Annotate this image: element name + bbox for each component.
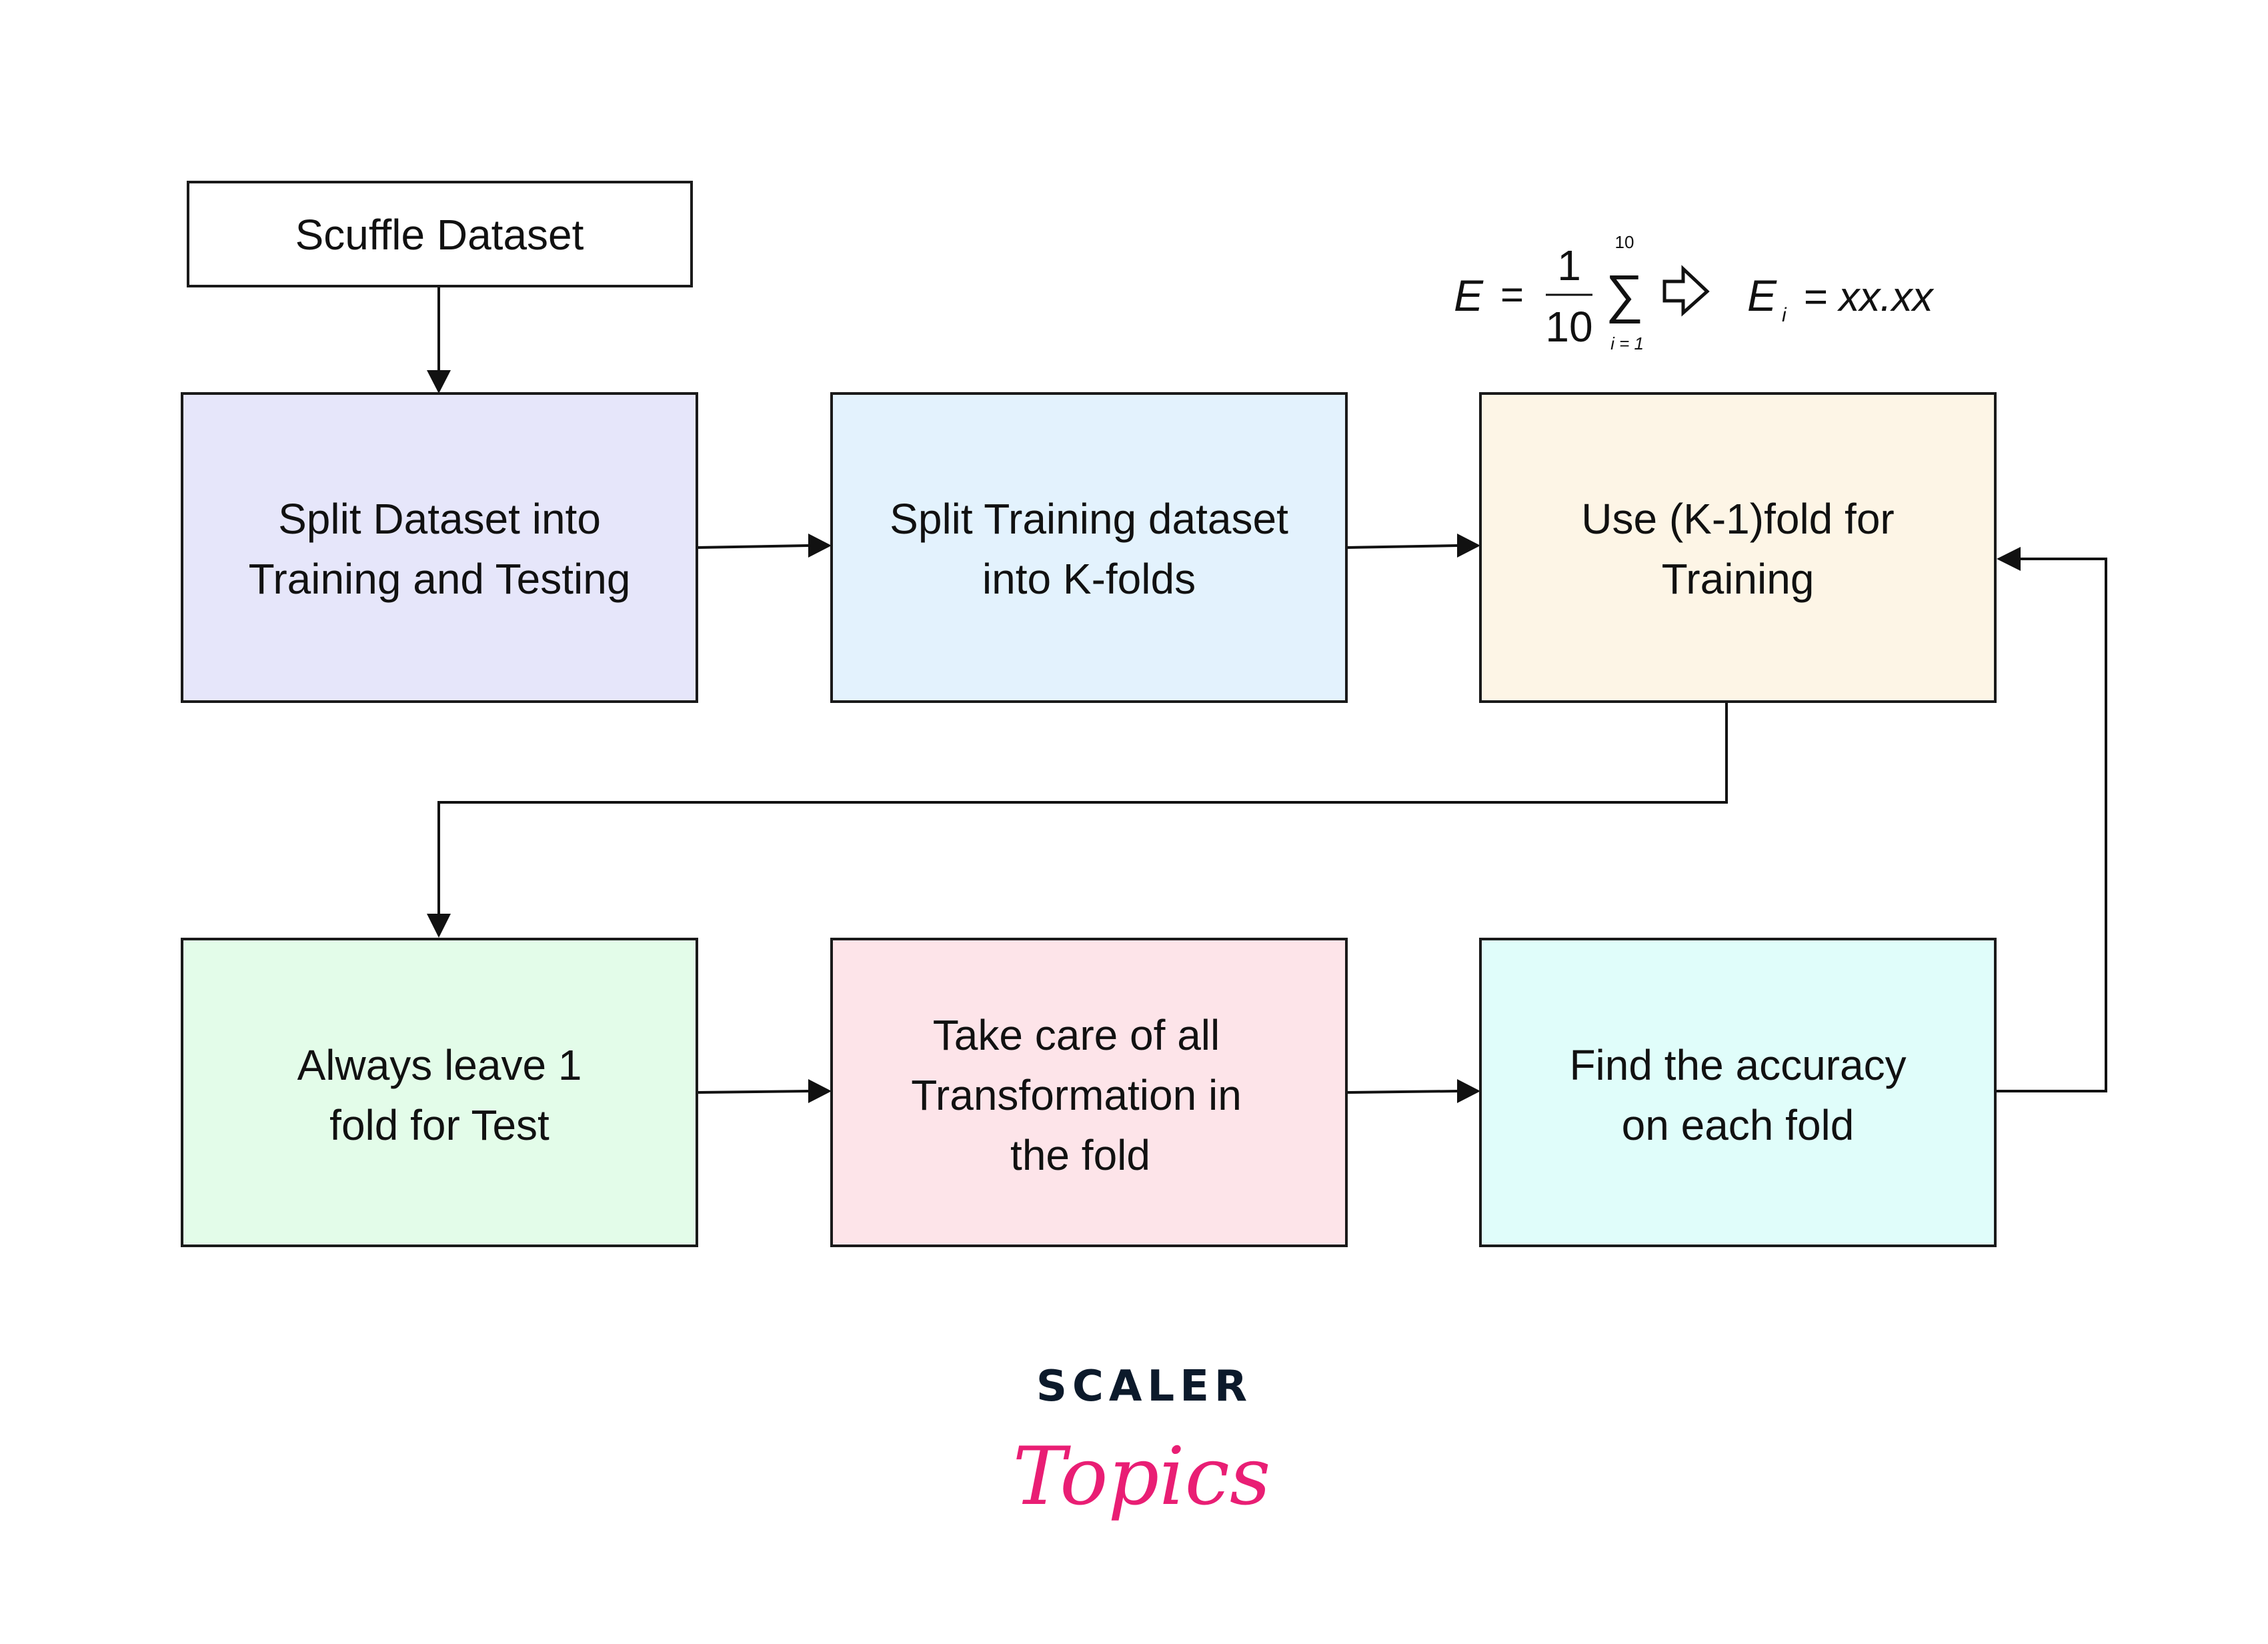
arrowhead bbox=[1457, 534, 1480, 558]
node-label: fold for Test bbox=[329, 1101, 549, 1149]
arrowhead bbox=[808, 1079, 832, 1103]
node-label: Take care of all bbox=[933, 1011, 1220, 1059]
node-split-kfolds: Split Training dataset into K-folds bbox=[830, 392, 1348, 703]
node-label: Transformation in bbox=[911, 1071, 1242, 1119]
arrow-use-to-leave bbox=[437, 702, 1728, 914]
logo-topics: Topics bbox=[1013, 1431, 1271, 1523]
node-label: Always leave 1 bbox=[297, 1041, 582, 1089]
node-label: Use (K-1)fold for bbox=[1581, 495, 1894, 543]
node-label: Split Dataset into bbox=[278, 495, 601, 543]
arrowhead bbox=[427, 370, 451, 393]
node-shuffle-dataset: Scuffle Dataset bbox=[187, 181, 693, 287]
node-label: Split Training dataset bbox=[890, 495, 1288, 543]
sum-upper: 10 bbox=[1615, 232, 1634, 252]
arrowhead bbox=[427, 914, 451, 938]
node-label: Training and Testing bbox=[249, 555, 631, 603]
connectors bbox=[427, 286, 2107, 1103]
svg-text:Scuffle Dataset: Scuffle Dataset bbox=[295, 211, 584, 259]
arrowhead bbox=[1997, 547, 2021, 571]
sum-lower: i = 1 bbox=[1610, 333, 1644, 353]
arrow-leave-to-transform bbox=[696, 1090, 809, 1094]
sigma-icon: ∑ bbox=[1605, 264, 1643, 323]
node-leave-one-fold: Always leave 1 fold for Test bbox=[181, 938, 698, 1247]
arrow-accuracy-loop-to-use bbox=[1995, 558, 2107, 1092]
implies-arrow-icon bbox=[1662, 265, 1710, 317]
arrowhead bbox=[808, 534, 832, 558]
arrow-transform-to-accuracy bbox=[1346, 1090, 1458, 1094]
formula-numerator: 1 bbox=[1557, 241, 1581, 289]
formula-lhs: E bbox=[1454, 271, 1484, 320]
formula-result-var: E bbox=[1747, 271, 1777, 320]
node-label: Scuffle Dataset bbox=[295, 211, 584, 259]
node-label: the fold bbox=[1010, 1131, 1150, 1179]
node-accuracy: Find the accuracy on each fold bbox=[1479, 938, 1997, 1247]
arrowhead bbox=[1457, 1079, 1480, 1103]
arrow-kfolds-to-use bbox=[1346, 544, 1458, 549]
logo-scaler: SCALER bbox=[1036, 1362, 1252, 1411]
formula-result-value: = xx.xx bbox=[1803, 274, 1935, 320]
node-label: into K-folds bbox=[982, 555, 1196, 603]
formula-equals: = bbox=[1500, 272, 1524, 317]
error-formula: E = 1 10 10 ∑ i = 1 E i = xx.xx bbox=[1454, 232, 1935, 353]
node-label: Find the accuracy bbox=[1569, 1041, 1906, 1089]
formula-denominator: 10 bbox=[1545, 303, 1592, 351]
scaler-topics-logo: SCALER Topics bbox=[1013, 1362, 1271, 1523]
node-label: Training bbox=[1662, 555, 1815, 603]
formula-result-sub: i bbox=[1782, 304, 1787, 326]
arrow-split-to-kfolds bbox=[696, 544, 809, 549]
node-label: on each fold bbox=[1622, 1101, 1855, 1149]
